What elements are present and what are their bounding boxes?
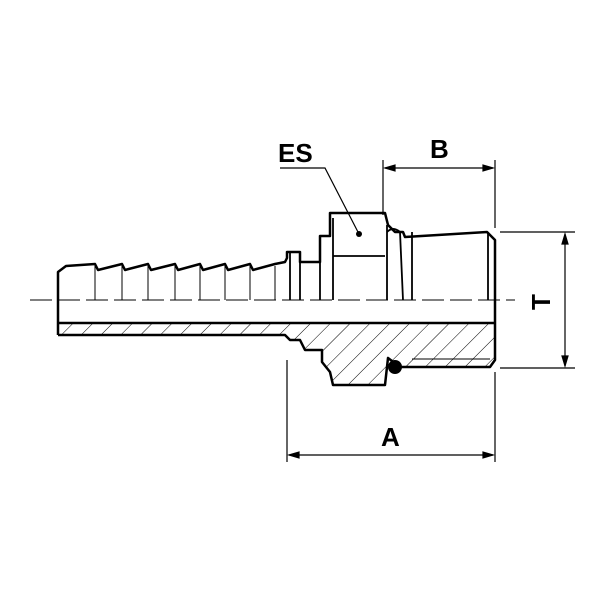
dimension-t — [500, 231, 575, 369]
o-ring — [388, 360, 402, 374]
barb-lines — [94, 266, 276, 300]
dimension-b — [382, 160, 496, 228]
label-b: B — [430, 134, 449, 164]
es-leader — [280, 167, 360, 235]
label-a: A — [381, 422, 400, 452]
hex-details — [289, 218, 489, 301]
dimension-a — [286, 360, 496, 462]
label-t: T — [526, 294, 556, 310]
section-hatch — [62, 323, 495, 385]
label-es: ES — [278, 138, 313, 168]
